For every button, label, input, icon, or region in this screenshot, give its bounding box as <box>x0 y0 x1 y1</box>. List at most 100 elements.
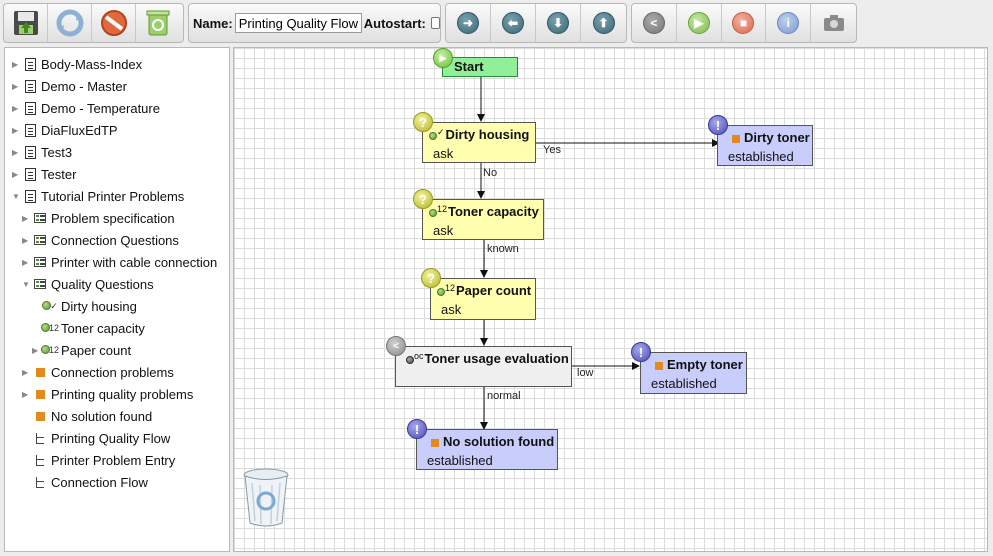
tree-item-label: Dirty housing <box>61 298 137 314</box>
questionnaire-icon <box>32 233 48 247</box>
flow-name-input[interactable] <box>234 13 362 33</box>
tree-item[interactable]: ▶DiaFluxEdTP <box>12 119 118 141</box>
toner-capacity-title: Toner capacity <box>448 204 539 219</box>
move-down-button[interactable]: ⬇ <box>536 4 581 42</box>
toner-usage-evaluation-node[interactable]: ocToner usage evaluation <box>395 346 572 387</box>
expand-arrow-icon[interactable]: ▶ <box>32 345 39 355</box>
tree-item[interactable]: ▼Tutorial Printer Problems <box>12 185 184 207</box>
questionnaire-icon <box>32 255 48 269</box>
edge-label-no: No <box>483 167 498 179</box>
name-label: Name: <box>193 15 233 31</box>
move-right-button[interactable]: ➜ <box>446 4 491 42</box>
exclamation-icon: ! <box>407 419 427 439</box>
paper-count-title: Paper count <box>456 283 532 298</box>
document-icon <box>22 79 38 93</box>
edge-label-low: low <box>577 367 594 379</box>
file-toolbar <box>3 3 184 43</box>
tree-item[interactable]: Connection Flow <box>22 471 148 493</box>
expand-arrow-icon[interactable]: ▶ <box>12 125 19 135</box>
tree-item[interactable]: ▶ Tester <box>12 163 76 185</box>
arrow-left-icon: ⬅ <box>502 12 524 34</box>
empty-toner-node[interactable]: Empty toner established <box>640 352 747 394</box>
tree-item[interactable]: Printing Quality Flow <box>22 427 170 449</box>
no-solution-found-node[interactable]: No solution found established <box>416 429 558 470</box>
dirty-housing-node[interactable]: ✓Dirty housing ask <box>422 122 536 163</box>
collapse-arrow-icon[interactable]: ▼ <box>22 279 30 289</box>
paper-count-node[interactable]: 12Paper count ask <box>430 278 536 320</box>
document-icon <box>22 145 38 159</box>
expand-arrow-icon[interactable]: ▶ <box>22 389 29 399</box>
tree-item[interactable]: ▶Body-Mass-Index <box>12 53 142 75</box>
edge-label-normal: normal <box>487 390 521 402</box>
tree-item[interactable]: ▶Printer with cable connection <box>22 251 217 273</box>
choice-question-icon: ✓ <box>42 299 58 313</box>
expand-arrow-icon[interactable]: ▶ <box>12 103 19 113</box>
document-icon <box>22 101 38 115</box>
move-left-button[interactable]: ⬅ <box>491 4 536 42</box>
move-up-button[interactable]: ⬆ <box>581 4 626 42</box>
tree-item[interactable]: ▶ Connection Questions <box>22 229 179 251</box>
stop-button[interactable]: ■ <box>722 4 767 42</box>
save-button[interactable] <box>4 4 48 42</box>
start-node[interactable]: Start <box>442 57 518 77</box>
document-icon <box>22 189 38 203</box>
document-icon <box>22 167 38 181</box>
expand-arrow-icon[interactable]: ▶ <box>22 257 29 267</box>
info-icon: i <box>777 12 800 34</box>
tree-item-label: Tester <box>41 166 77 182</box>
tree-item[interactable]: ▶Problem specification <box>22 207 175 229</box>
cancel-button[interactable] <box>92 4 136 42</box>
share-icon: < <box>642 12 665 34</box>
tree-item[interactable]: ▶Printing quality problems <box>22 383 193 405</box>
delete-button[interactable] <box>136 4 180 42</box>
empty-toner-title: Empty toner <box>667 357 743 372</box>
toner-capacity-node[interactable]: 12Toner capacity ask <box>422 199 544 240</box>
tree-item[interactable]: ▶Connection problems <box>22 361 174 383</box>
autostart-checkbox[interactable] <box>430 17 440 29</box>
expand-arrow-icon[interactable]: ▶ <box>22 213 29 223</box>
expand-arrow-icon[interactable]: ▶ <box>12 169 19 179</box>
snapshot-button[interactable] <box>811 4 856 42</box>
tree-item-label: Connection Questions <box>51 232 179 248</box>
camera-icon <box>823 15 844 31</box>
run-toolbar: < ▶ ■ i <box>631 3 857 43</box>
no-solution-title: No solution found <box>443 434 555 449</box>
tree-item[interactable]: ▶Demo - Master <box>12 75 127 97</box>
tree-item[interactable]: Printer Problem Entry <box>22 449 175 471</box>
solution-icon <box>655 361 663 370</box>
expand-arrow-icon[interactable]: ▶ <box>22 235 29 245</box>
arrange-toolbar: ➜ ⬅ ⬇ ⬆ <box>445 3 627 43</box>
dirty-toner-node[interactable]: Dirty toner established <box>717 125 813 166</box>
solution-icon <box>32 409 48 423</box>
arrow-up-icon: ⬆ <box>592 12 615 34</box>
expand-arrow-icon[interactable]: ▶ <box>12 147 19 157</box>
play-button[interactable]: ▶ <box>677 4 722 42</box>
arrow-down-icon: ⬇ <box>547 12 569 34</box>
flowchart-canvas[interactable]: Yes No known low normal Start ▶ ✓Dirty h… <box>233 47 988 552</box>
edge-label-yes: Yes <box>543 144 561 156</box>
expand-arrow-icon[interactable]: ▶ <box>12 59 19 69</box>
document-icon <box>22 123 38 137</box>
refresh-button[interactable] <box>48 4 92 42</box>
subflow-button[interactable]: < <box>632 4 677 42</box>
exclamation-icon: ! <box>631 342 651 362</box>
tree-item[interactable]: No solution found <box>22 405 152 427</box>
trash-icon[interactable] <box>242 467 290 529</box>
solution-icon <box>431 438 439 447</box>
tree-item[interactable]: ▶Test3 <box>12 141 72 163</box>
question-icon: ? <box>413 189 433 209</box>
collapse-arrow-icon[interactable]: ▼ <box>12 191 20 201</box>
info-button[interactable]: i <box>766 4 812 42</box>
tree-item[interactable]: ▼Quality Questions <box>22 273 154 295</box>
expand-arrow-icon[interactable]: ▶ <box>22 367 29 377</box>
flowchart-icon <box>32 475 48 489</box>
expand-arrow-icon[interactable]: ▶ <box>12 81 19 91</box>
tree-item[interactable]: ▶Demo - Temperature <box>12 97 160 119</box>
dirty-housing-title: Dirty housing <box>445 127 530 142</box>
tree-item-label: No solution found <box>51 408 153 424</box>
subflow-icon: < <box>386 336 406 356</box>
knowledge-tree: ▶Body-Mass-Index▶Demo - Master▶Demo - Te… <box>4 47 230 552</box>
tree-item[interactable]: ✓Dirty housing <box>32 295 137 317</box>
